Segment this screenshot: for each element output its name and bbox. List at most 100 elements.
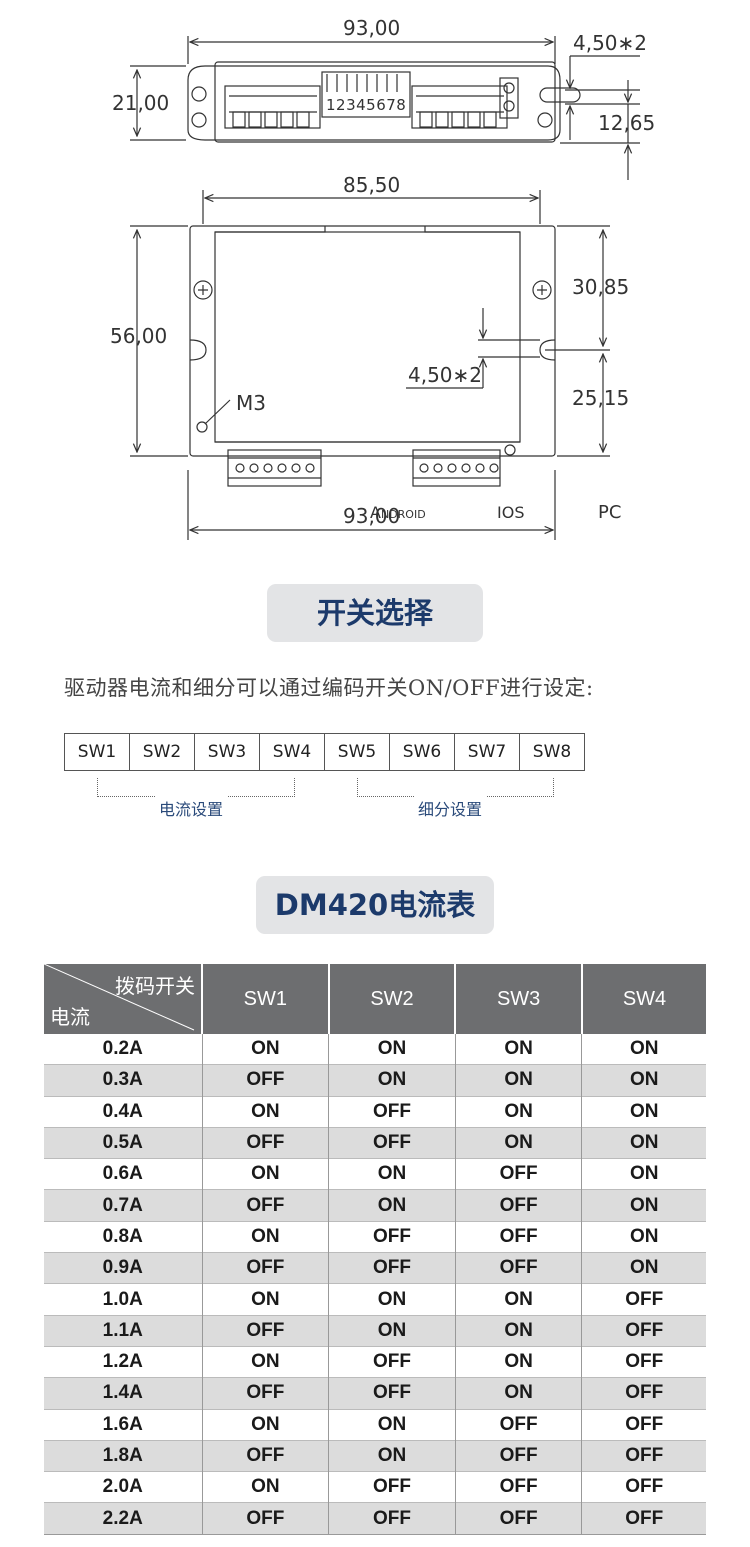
current-value-cell: 1.0A xyxy=(44,1283,203,1316)
switch-state-cell: ON xyxy=(455,1127,583,1159)
switch-state-cell: ON xyxy=(202,1283,330,1316)
switch-sw4: SW4 xyxy=(260,734,325,770)
switch-sw6: SW6 xyxy=(390,734,455,770)
switch-section-title: 开关选择 xyxy=(267,584,483,642)
switch-state-cell: OFF xyxy=(625,1413,664,1435)
switch-sw2: SW2 xyxy=(130,734,195,770)
switch-state-cell: ON xyxy=(455,1283,583,1316)
dim-inner-width: 85,50 xyxy=(343,173,400,197)
switch-state-cell: OFF xyxy=(202,1377,330,1410)
switch-state-cell: OFF xyxy=(625,1351,664,1373)
switch-state-cell: ON xyxy=(455,1377,583,1410)
current-value-cell: 0.6A xyxy=(44,1158,203,1190)
switch-sw1: SW1 xyxy=(65,734,130,770)
switch-state-cell: ON xyxy=(328,1034,456,1065)
current-value-cell: 2.0A xyxy=(44,1471,203,1503)
switch-state-cell: OFF xyxy=(328,1221,456,1253)
current-value-cell: 0.3A xyxy=(44,1064,203,1097)
current-value-cell: 1.8A xyxy=(44,1440,203,1472)
dim-lower: 25,15 xyxy=(572,386,629,410)
corner-diagonal xyxy=(44,964,195,1031)
switch-state-cell: OFF xyxy=(202,1127,330,1159)
switch-state-cell: OFF xyxy=(581,1377,706,1410)
current-value-cell: 1.4A xyxy=(44,1377,203,1410)
switch-state-cell: OFF xyxy=(581,1440,706,1472)
switch-sw7: SW7 xyxy=(455,734,520,770)
switch-state-cell: OFF xyxy=(455,1221,583,1253)
switch-state-cell: ON xyxy=(629,1038,659,1060)
table-corner-cell: 拨码开关 电流 xyxy=(44,964,203,1034)
switch-state-cell: ON xyxy=(202,1409,330,1441)
switch-state-cell: ON xyxy=(581,1252,706,1284)
switch-sw3: SW3 xyxy=(195,734,260,770)
dim-slot: 4,50∗2 xyxy=(573,31,647,55)
switch-state-cell: ON xyxy=(581,1064,706,1097)
switch-state-cell: ON xyxy=(455,1064,583,1097)
switch-state-cell: ON xyxy=(455,1096,583,1128)
switch-state-cell: OFF xyxy=(202,1252,330,1284)
switch-state-cell: ON xyxy=(629,1163,659,1185)
dim-upper: 30,85 xyxy=(572,275,629,299)
watermark-ios: IOS xyxy=(497,503,524,522)
switch-state-cell: ON xyxy=(581,1127,706,1159)
column-header-sw1: SW1 xyxy=(202,964,330,1034)
current-value-cell: 0.4A xyxy=(44,1096,203,1128)
switch-state-cell: ON xyxy=(202,1221,330,1253)
current-group-label: 电流设置 xyxy=(155,796,228,820)
dim-height-side: 21,00 xyxy=(112,91,169,115)
column-header-sw3: SW3 xyxy=(455,964,583,1034)
switch-state-cell: ON xyxy=(328,1064,456,1097)
current-value-cell: 0.5A xyxy=(44,1127,203,1159)
dim-width-bottom: 93,00 xyxy=(343,504,400,528)
switch-state-cell: OFF xyxy=(455,1252,583,1284)
switch-state-cell: OFF xyxy=(202,1189,330,1222)
switch-state-cell: OFF xyxy=(581,1502,706,1535)
switch-state-cell: ON xyxy=(455,1034,583,1065)
switch-state-cell: OFF xyxy=(202,1440,330,1472)
corner-switch-label: 拨码开关 xyxy=(115,976,195,998)
switch-state-cell: ON xyxy=(581,1189,706,1222)
switch-state-cell: ON xyxy=(202,1034,330,1065)
switch-numbers: 12345678 xyxy=(326,96,406,114)
switch-state-cell: OFF xyxy=(455,1409,583,1441)
current-value-cell: 1.2A xyxy=(44,1346,203,1378)
switch-state-cell: OFF xyxy=(328,1471,456,1503)
current-group-bracket xyxy=(97,778,295,797)
switch-state-cell: ON xyxy=(629,1100,659,1122)
subdivision-group-bracket xyxy=(357,778,554,797)
switch-state-cell: ON xyxy=(202,1096,330,1128)
switch-state-cell: OFF xyxy=(328,1502,456,1535)
current-value-cell: 0.9A xyxy=(44,1252,203,1284)
watermark-pc: PC xyxy=(598,502,621,523)
switch-state-cell: ON xyxy=(202,1471,330,1503)
current-value-cell: 1.6A xyxy=(44,1409,203,1441)
subdivision-group-label: 细分设置 xyxy=(414,796,487,820)
switch-state-cell: OFF xyxy=(625,1288,664,1310)
switch-state-cell: ON xyxy=(328,1283,456,1316)
table-header-row: 拨码开关 电流 SW1 SW2 SW3 SW4 xyxy=(44,964,706,1034)
corner-current-label: 电流 xyxy=(50,1007,90,1029)
current-value-cell: 1.1A xyxy=(44,1315,203,1347)
table-section-title: DM420电流表 xyxy=(256,876,494,934)
switch-state-cell: ON xyxy=(202,1158,330,1190)
switch-state-cell: OFF xyxy=(202,1502,330,1535)
watermark-android: Android xyxy=(370,503,426,522)
switch-state-cell: OFF xyxy=(581,1315,706,1347)
current-value-cell: 0.2A xyxy=(44,1034,203,1065)
switch-state-cell: OFF xyxy=(455,1189,583,1222)
switch-state-cell: ON xyxy=(328,1409,456,1441)
switch-state-cell: ON xyxy=(455,1315,583,1347)
switch-state-cell: ON xyxy=(202,1346,330,1378)
switch-state-cell: ON xyxy=(328,1189,456,1222)
screw-label: M3 xyxy=(236,391,266,415)
